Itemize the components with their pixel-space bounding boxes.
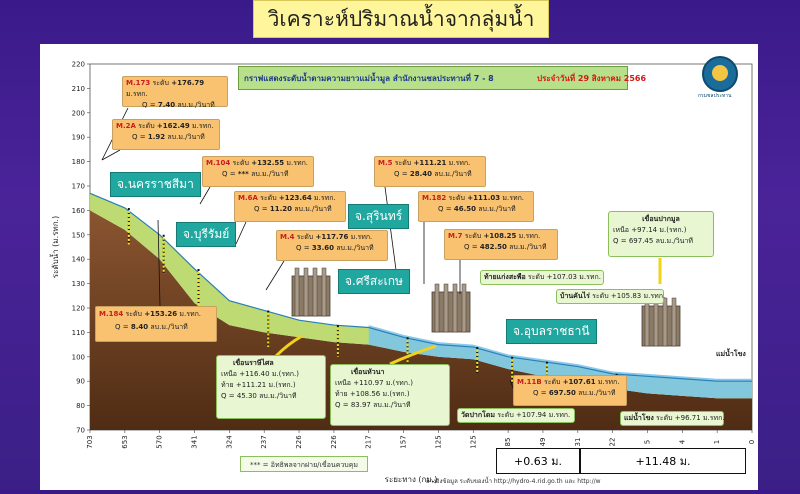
leader-line bbox=[157, 219, 161, 307]
station-m184: M.184 ระดับ +153.26 ม.รทก. Q = 8.40 ลบ.ม… bbox=[95, 306, 217, 342]
station-m11b: M.11B ระดับ +107.61 ม.รทก. Q = 697.50 ลบ… bbox=[513, 375, 627, 406]
x-tick-label: 125 bbox=[469, 435, 477, 448]
dam-pillar bbox=[461, 283, 467, 333]
station-m5: M.5 ระดับ +111.21 ม.รทก. Q = 28.40 ลบ.ม.… bbox=[374, 156, 486, 187]
leader-line bbox=[265, 260, 285, 291]
dam-pillar bbox=[452, 283, 458, 333]
station-m173: M.173 ระดับ +176.79 ม.รทก. Q = 7.40 ลบ.ม… bbox=[122, 76, 228, 109]
x-tick-label: 4 bbox=[678, 439, 686, 444]
x-tick-label: 85 bbox=[504, 438, 512, 447]
dam-pillar bbox=[312, 267, 318, 317]
dam-pillar bbox=[434, 283, 440, 333]
y-tick-label: 120 bbox=[72, 305, 85, 313]
label-wat-pak-khlong: วัดปากโดม ระดับ +107.94 ม.รทก. bbox=[457, 408, 575, 423]
y-tick-label: 90 bbox=[76, 378, 85, 386]
province-sisaket: จ.ศรีสะเกษ bbox=[338, 269, 410, 294]
chart-date: ประจำวันที่ 29 สิงหาคม 2566 bbox=[537, 74, 647, 83]
level-diff-1: +0.63 ม. bbox=[496, 448, 580, 474]
station-m6a: M.6A ระดับ +123.64 ม.รทก. Q = 11.20 ลบ.ม… bbox=[234, 191, 346, 222]
rid-logo bbox=[702, 56, 738, 92]
x-tick-label: 217 bbox=[365, 435, 373, 448]
province-nakhon-ratchasima: จ.นครราชสีมา bbox=[110, 172, 201, 197]
y-tick-label: 180 bbox=[72, 158, 85, 166]
logo-caption: กรมชลประทาน bbox=[698, 93, 732, 99]
dam-note: *** = อิทธิพลจากฝาย/เขื่อนควบคุม bbox=[240, 456, 368, 472]
leader-line bbox=[101, 149, 121, 161]
station-m7: M.7 ระดับ +108.25 ม.รทก. Q = 482.50 ลบ.ม… bbox=[444, 229, 558, 260]
dam-pillar bbox=[443, 283, 449, 333]
dam-pillar bbox=[653, 297, 659, 347]
dam-pillar bbox=[321, 267, 327, 317]
province-surin: จ.สุรินทร์ bbox=[348, 204, 410, 229]
x-tick-label: 5 bbox=[643, 440, 651, 444]
dam-pak-mun: เขื่อนปากมูล เหนือ +97.14 ม.(รทก.) Q = 6… bbox=[608, 211, 714, 257]
y-tick-label: 200 bbox=[72, 109, 85, 117]
slide-title: วิเคราะห์ปริมาณน้ำจากลุ่มน้ำ bbox=[253, 0, 549, 38]
dam-hua-na: เขื่อนหัวนา เหนือ +110.97 ม.(รทก.) ท้าย … bbox=[330, 364, 450, 426]
x-tick-label: 22 bbox=[609, 438, 617, 447]
level-diff-2: +11.48 ม. bbox=[580, 448, 746, 474]
province-buriram: จ.บุรีรัมย์ bbox=[176, 222, 237, 247]
province-ubon: จ.อุบลราชธานี bbox=[506, 319, 597, 344]
x-tick-label: 31 bbox=[574, 438, 582, 447]
label-mae-nam-khong: แม่น้ำโขง ระดับ +96.71 ม.รทก. bbox=[620, 411, 725, 426]
y-tick-label: 80 bbox=[76, 402, 85, 410]
x-tick-label: 49 bbox=[539, 438, 547, 447]
station-m182: M.182 ระดับ +111.03 ม.รทก. Q = 46.50 ลบ.… bbox=[418, 191, 534, 222]
dam-pillar bbox=[644, 297, 650, 347]
dam-pillar bbox=[294, 267, 300, 317]
x-tick-label: 226 bbox=[330, 435, 338, 449]
label-ban-kan-rai: บ้านคันไร่ ระดับ +105.83 ม.รทก. bbox=[556, 289, 665, 304]
label-tha-kaeng-saphue: ท้ายแก่งสะพือ ระดับ +107.03 ม.รทก. bbox=[480, 270, 604, 285]
x-tick-label: 237 bbox=[260, 435, 268, 448]
y-tick-label: 210 bbox=[72, 85, 85, 93]
y-axis-label: ระดับน้ำ (ม.รทก.) bbox=[49, 216, 60, 278]
leader-line bbox=[235, 221, 247, 245]
x-tick-label: 0 bbox=[748, 440, 756, 444]
x-tick-label: 157 bbox=[400, 435, 408, 448]
dam-pillar bbox=[662, 297, 668, 347]
data-source: อ้างอิงข้อมูล ระดับของน้ำ http://hydro-4… bbox=[426, 478, 601, 485]
y-tick-label: 160 bbox=[72, 207, 85, 215]
dam-pillar bbox=[671, 297, 677, 347]
y-tick-label: 190 bbox=[72, 134, 85, 142]
x-tick-label: 125 bbox=[434, 435, 442, 448]
dam-arrow bbox=[274, 334, 303, 358]
chart-title: กราฟแสดงระดับน้ำตามความยาวแม่น้ำมูล สำนั… bbox=[244, 74, 494, 83]
y-tick-label: 70 bbox=[76, 427, 85, 435]
dam-rasi-salai: เขื่อนราษีไศล เหนือ +116.40 ม.(รทก.) ท้า… bbox=[216, 355, 326, 419]
y-tick-label: 110 bbox=[72, 329, 85, 337]
x-tick-label: 570 bbox=[156, 435, 164, 448]
x-tick-label: 226 bbox=[295, 435, 303, 449]
x-tick-label: 341 bbox=[191, 435, 199, 448]
chart-header bbox=[238, 66, 628, 90]
water-band bbox=[90, 193, 752, 399]
y-tick-label: 130 bbox=[72, 280, 85, 288]
water-level-line bbox=[89, 192, 752, 382]
x-tick-label: 653 bbox=[121, 435, 129, 448]
x-axis-label: ระยะทาง (กม.) bbox=[385, 475, 438, 484]
y-tick-label: 220 bbox=[72, 61, 85, 69]
station-m4: M.4 ระดับ +117.76 ม.รทก. Q = 33.60 ลบ.ม.… bbox=[276, 230, 388, 261]
y-tick-label: 140 bbox=[72, 256, 85, 264]
station-m104: M.104 ระดับ +132.55 ม.รทก. Q = *** ลบ.ม.… bbox=[202, 156, 314, 187]
y-tick-label: 100 bbox=[72, 353, 85, 361]
dam-arrow bbox=[389, 344, 437, 366]
y-tick-label: 150 bbox=[72, 231, 85, 239]
x-tick-label: 1 bbox=[713, 440, 721, 444]
x-tick-label: 324 bbox=[225, 435, 233, 449]
leader-line bbox=[199, 186, 211, 205]
water-surface bbox=[368, 325, 752, 399]
station-m2a: M.2A ระดับ +162.49 ม.รทก. Q = 1.92 ลบ.ม.… bbox=[112, 119, 220, 150]
label-mekong-end: แม่น้ำโขง bbox=[716, 350, 746, 358]
y-tick-label: 170 bbox=[72, 183, 85, 191]
x-tick-label: 703 bbox=[86, 435, 94, 448]
dam-pillar bbox=[303, 267, 309, 317]
